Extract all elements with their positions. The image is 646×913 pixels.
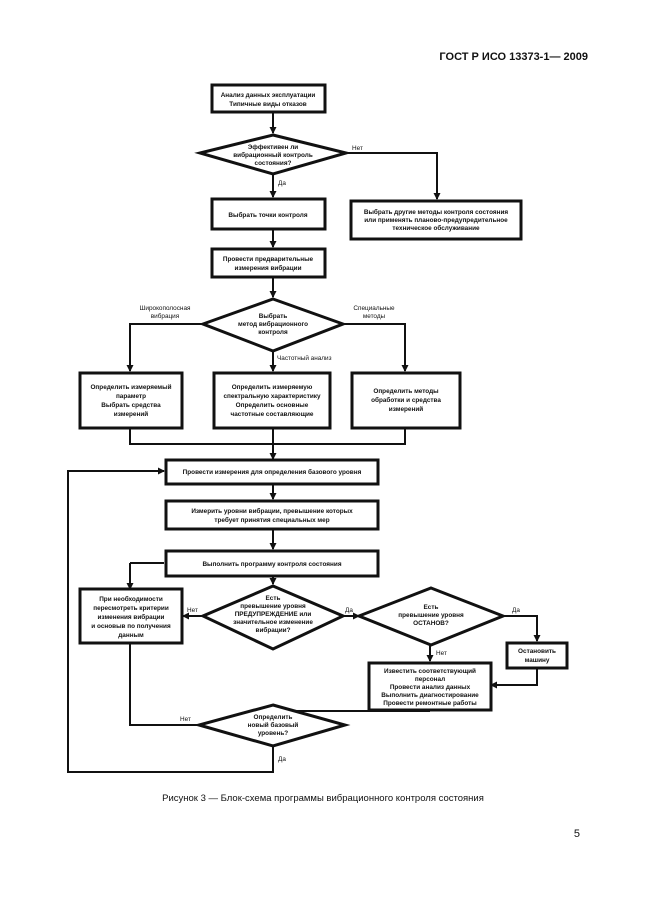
svg-text:Провести измерения для определ: Провести измерения для определения базов… bbox=[183, 468, 362, 476]
svg-text:Выбрать другие методы контроля: Выбрать другие методы контроля состояния… bbox=[364, 208, 509, 232]
label-yes-baseline: Да bbox=[278, 756, 286, 763]
box-choose-points: Выбрать точки контроля bbox=[210, 197, 327, 231]
box-baseline: Провести измерения для определения базов… bbox=[164, 458, 380, 486]
box-measure-levels: Измерить уровни вибрации, превышение кот… bbox=[164, 499, 380, 531]
box-program: Выполнить программу контроля состояния bbox=[164, 549, 380, 578]
svg-text:Измерить уровни вибрации, прев: Измерить уровни вибрации, превышение кот… bbox=[191, 507, 353, 524]
label-no-stop: Нет bbox=[436, 650, 447, 657]
label-yes-effective: Да bbox=[278, 180, 286, 187]
label-no-effective: Нет bbox=[352, 145, 363, 152]
svg-text:Выбрать точки контроля: Выбрать точки контроля bbox=[228, 211, 307, 219]
figure-caption: Рисунок 3 — Блок-схема программы вибраци… bbox=[162, 793, 484, 804]
label-yes-stop: Да bbox=[512, 607, 520, 614]
label-no-warning: Нет bbox=[187, 607, 198, 614]
box-other-methods: Выбрать другие методы контроля состояния… bbox=[349, 199, 523, 241]
standard-header: ГОСТ Р ИСО 13373-1— 2009 bbox=[439, 51, 588, 63]
label-frequency: Частотный анализ bbox=[277, 354, 332, 362]
label-yes-warning: Да bbox=[345, 607, 353, 614]
label-no-baseline: Нет bbox=[180, 716, 191, 723]
page-number: 5 bbox=[573, 828, 580, 840]
svg-text:Выполнить программу контроля с: Выполнить программу контроля состояния bbox=[202, 561, 341, 568]
